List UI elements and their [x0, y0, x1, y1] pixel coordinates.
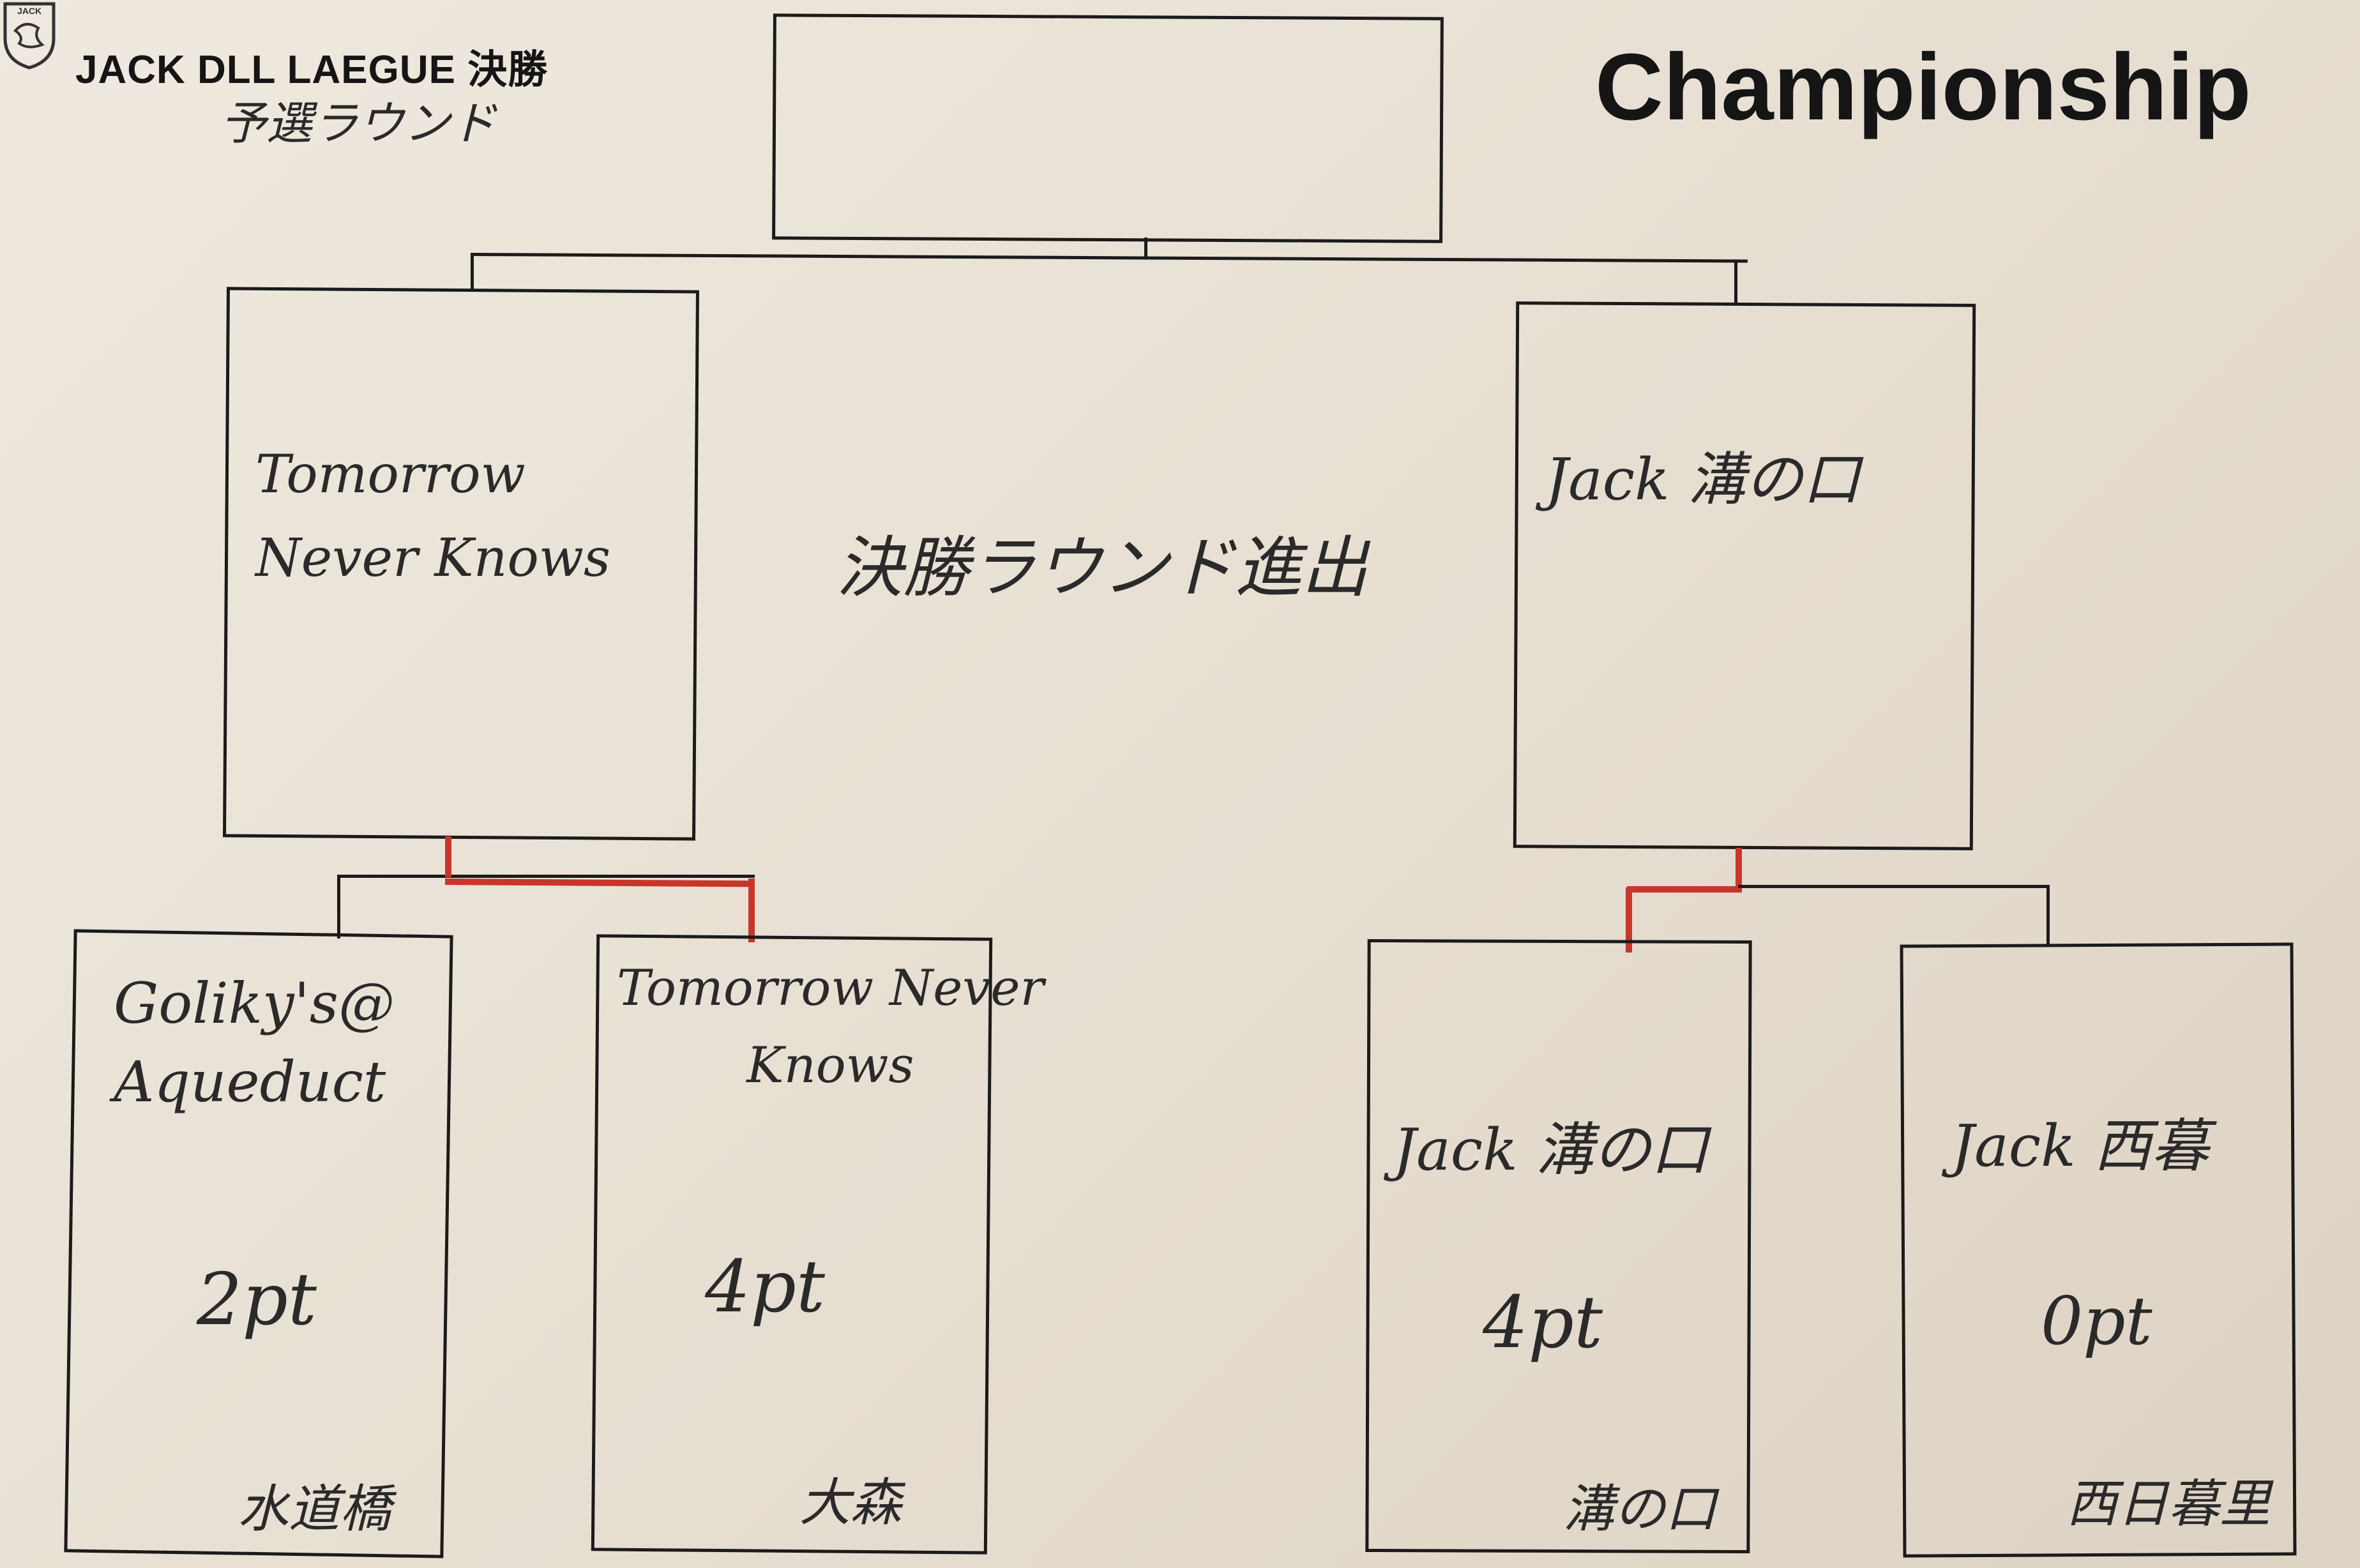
- league-logo: JACK: [3, 2, 56, 70]
- qualifying-round-label: 予選ラウンド: [220, 96, 497, 150]
- advance-to-final-note: 決勝ラウンド進出: [836, 529, 1368, 607]
- league-title: JACK DLL LAEGUE 決勝: [75, 48, 548, 92]
- qualifier-3-team: Jack 溝の口: [1393, 1117, 1709, 1184]
- connector: [337, 875, 755, 878]
- connector: [1734, 260, 1737, 304]
- qualifier-3-points: 4pt: [1483, 1281, 1603, 1364]
- connector: [1144, 237, 1147, 258]
- qualifier-3-venue: 溝の口: [1563, 1479, 1716, 1539]
- connector: [2046, 886, 2050, 945]
- connector: [1738, 885, 2050, 888]
- qualifier-2-points: 4pt: [705, 1246, 825, 1329]
- qualifier-1-points: 2pt: [197, 1258, 317, 1341]
- semifinal-right-team: Jack 溝の口: [1545, 446, 1861, 513]
- champion-box: [772, 13, 1444, 243]
- qualifier-4-venue: 西日暮里: [2066, 1474, 2271, 1534]
- advance-marker[interactable]: [1627, 886, 1742, 893]
- advance-marker[interactable]: [1626, 887, 1632, 953]
- qualifier-box-4: [1900, 942, 2297, 1558]
- advance-marker[interactable]: [445, 836, 451, 877]
- advance-marker[interactable]: [748, 878, 755, 942]
- qualifier-box-3: [1365, 939, 1752, 1554]
- championship-label: Championship: [1595, 34, 2251, 140]
- qualifier-4-team: Jack 西暮: [1951, 1113, 2209, 1180]
- semifinal-left-team: Tomorrow Never Knows: [255, 444, 611, 589]
- qualifier-1-team: Goliky's@ Aqueduct: [114, 970, 395, 1115]
- qualifier-2-venue: 大森: [799, 1473, 902, 1532]
- connector: [471, 254, 474, 290]
- advance-marker[interactable]: [1736, 848, 1742, 890]
- semifinal-box-right: [1513, 301, 1976, 850]
- svg-text:JACK: JACK: [17, 6, 42, 16]
- connector: [337, 875, 340, 939]
- qualifier-4-points: 0pt: [2041, 1282, 2152, 1360]
- qualifier-1-venue: 水道橋: [238, 1479, 391, 1539]
- qualifier-2-team: Tomorrow Never Knows: [617, 960, 1044, 1094]
